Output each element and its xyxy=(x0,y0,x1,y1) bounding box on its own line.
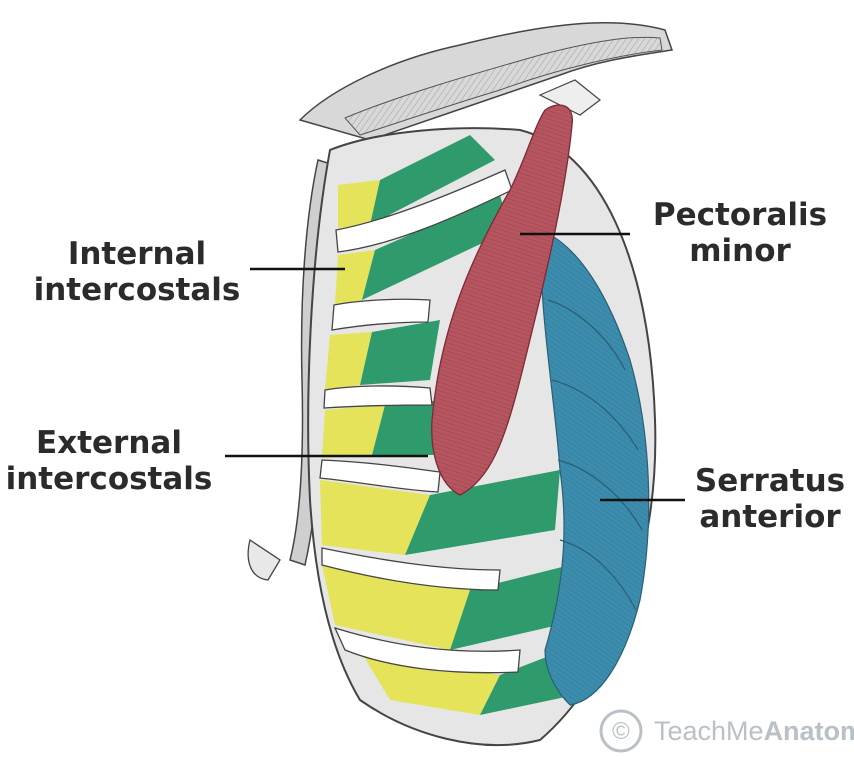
leader-lines xyxy=(225,232,685,502)
serratus-anterior-muscle xyxy=(539,229,650,706)
label-pectoralis-line2: minor xyxy=(689,233,791,269)
watermark-brand-bold: Anatomy xyxy=(763,715,854,746)
label-external-intercostals: External intercostals xyxy=(2,425,216,497)
copyright-symbol: © xyxy=(612,718,630,745)
watermark-brand-light: TeachMe xyxy=(654,715,764,746)
label-pectoralis-line1: Pectoralis xyxy=(652,197,828,233)
ribs xyxy=(319,169,521,674)
pectoralis-minor-muscle xyxy=(431,104,573,496)
internal-intercostals-bands xyxy=(320,180,500,715)
clavicle xyxy=(298,22,674,141)
watermark-text: TeachMeAnatomy xyxy=(654,716,854,747)
label-serratus-line1: Serratus xyxy=(694,463,846,499)
label-external-line1: External xyxy=(36,425,182,461)
label-internal-line2: intercostals xyxy=(33,272,241,308)
label-serratus-line2: anterior xyxy=(699,499,841,535)
watermark: © TeachMeAnatomy xyxy=(598,706,854,756)
label-internal-intercostals: Internal intercostals xyxy=(32,236,242,308)
label-pectoralis-minor: Pectoralis minor xyxy=(640,197,840,269)
label-serratus-anterior: Serratus anterior xyxy=(690,463,850,535)
copyright-icon: © xyxy=(599,709,643,753)
label-internal-line1: Internal xyxy=(67,236,207,272)
label-external-line2: intercostals xyxy=(5,461,213,497)
